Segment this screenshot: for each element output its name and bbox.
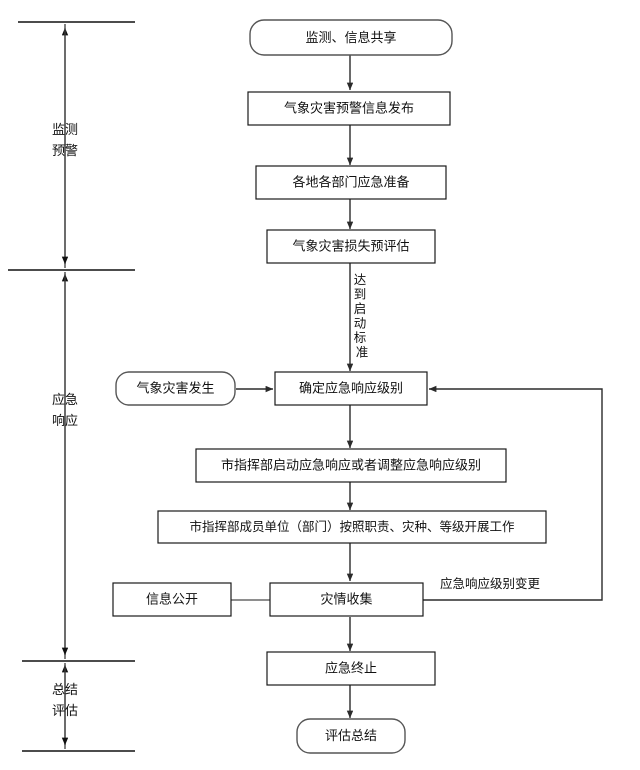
node-dept-prepare[interactable]: 各地各部门应急准备	[255, 165, 447, 200]
edge-caption-reach-standard: 达 到 启 动 标 准	[354, 272, 371, 360]
node-disaster-occurs-label: 气象灾害发生	[136, 381, 214, 397]
stage-label-monitoring-line2: 预警	[52, 143, 78, 159]
stage-label-summary-line1: 总结	[52, 683, 78, 698]
node-emergency-end[interactable]: 应急终止	[266, 651, 436, 686]
stage-bracket-group: 监测 预警 应急 响应 总结 评估	[8, 21, 135, 752]
node-city-start-label: 市指挥部启动应急响应或者调整应急响应级别	[221, 458, 481, 474]
node-member-units[interactable]: 市指挥部成员单位（部门）按照职责、灾种、等级开展工作	[157, 510, 547, 544]
node-emergency-end-label: 应急终止	[325, 661, 377, 677]
node-disaster-collect[interactable]: 灾情收集	[269, 582, 424, 617]
vert-char-3: 动	[354, 316, 367, 331]
stage-label-monitoring-line1: 监测	[52, 123, 78, 138]
node-eval-summary[interactable]: 评估总结	[296, 718, 406, 754]
edge-caption-level-change: 应急响应级别变更	[440, 576, 541, 591]
stage-label-summary-line2: 评估	[52, 704, 78, 719]
node-info-disclosure[interactable]: 信息公开	[112, 582, 232, 617]
vert-char-1: 到	[354, 287, 367, 302]
node-disaster-occurs[interactable]: 气象灾害发生	[115, 371, 236, 406]
node-loss-assessment-label: 气象灾害损失预评估	[292, 239, 409, 255]
edge-caption-group: 达 到 启 动 标 准 应急响应级别变更	[354, 272, 541, 591]
node-determine-level-label: 确定应急响应级别	[299, 381, 403, 397]
node-dept-prepare-label: 各地各部门应急准备	[292, 175, 409, 191]
vert-char-2: 启	[354, 301, 367, 316]
node-warning-release-label: 气象灾害预警信息发布	[284, 101, 414, 117]
node-monitoring-share-label: 监测、信息共享	[305, 30, 396, 46]
node-determine-level[interactable]: 确定应急响应级别	[274, 371, 428, 406]
stage-label-response-line2: 响应	[52, 413, 78, 429]
vert-char-4: 标	[354, 330, 367, 345]
node-monitoring-share[interactable]: 监测、信息共享	[249, 19, 453, 56]
edge-feedback-level-change	[423, 385, 603, 601]
vert-char-0: 达	[354, 272, 367, 287]
node-loss-assessment[interactable]: 气象灾害损失预评估	[266, 229, 436, 264]
node-member-units-label: 市指挥部成员单位（部门）按照职责、灾种、等级开展工作	[189, 519, 515, 534]
stage-label-response-line1: 应急	[52, 392, 78, 408]
node-city-start[interactable]: 市指挥部启动应急响应或者调整应急响应级别	[195, 448, 507, 483]
vert-char-5: 准	[356, 345, 369, 360]
edge-group	[231, 55, 603, 719]
node-warning-release[interactable]: 气象灾害预警信息发布	[247, 91, 451, 126]
node-eval-summary-label: 评估总结	[325, 729, 377, 744]
node-info-disclosure-label: 信息公开	[146, 592, 198, 608]
node-disaster-collect-label: 灾情收集	[320, 592, 372, 608]
node-group: 监测、信息共享 气象灾害预警信息发布 各地各部门应急准备 气象灾害损失预评估 气…	[112, 19, 547, 754]
